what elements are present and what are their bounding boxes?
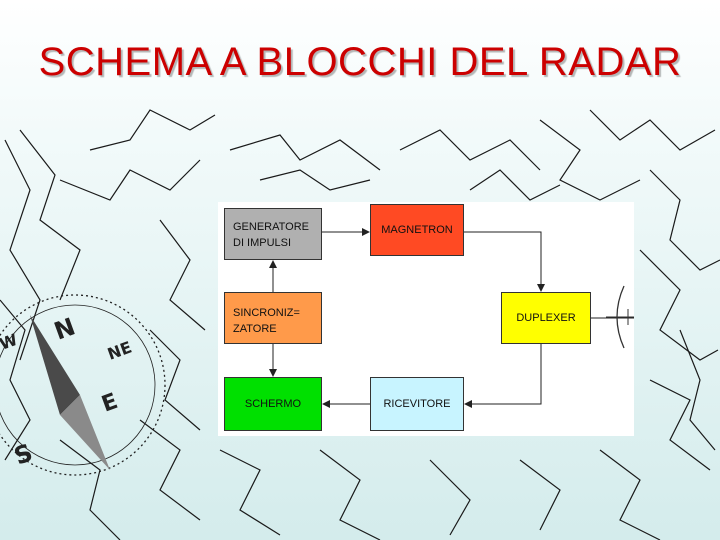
arrow-magnetron-to-duplexer — [464, 231, 545, 292]
antenna-icon — [606, 285, 634, 349]
svg-text:W: W — [0, 330, 20, 354]
compass-needle — [30, 315, 80, 415]
svg-text:NE: NE — [105, 338, 134, 364]
arrow-duplexer-to-ricevitore — [464, 344, 542, 408]
block-magnetron-label: MAGNETRON — [381, 224, 453, 236]
block-duplexer-label: DUPLEXER — [516, 312, 576, 324]
block-ricevitore-label: RICEVITORE — [383, 398, 451, 410]
block-generatore-line2: DI IMPULSI — [233, 237, 292, 249]
block-generatore-impulsi: GENERATORE DI IMPULSI — [224, 208, 322, 260]
svg-text:E: E — [99, 389, 122, 418]
compass-rose — [0, 294, 166, 476]
block-generatore-line1: GENERATORE — [233, 221, 309, 233]
block-sincronizzatore-line2: ZATORE — [233, 323, 277, 335]
svg-text:S: S — [10, 438, 36, 470]
block-magnetron: MAGNETRON — [370, 204, 464, 256]
block-sincronizzatore-line1: SINCRONIZ= — [233, 307, 300, 319]
block-schermo: SCHERMO — [224, 377, 322, 431]
block-duplexer: DUPLEXER — [501, 292, 591, 344]
radar-block-diagram: GENERATORE DI IMPULSI MAGNETRON SINCRONI… — [218, 202, 634, 436]
block-schermo-label: SCHERMO — [244, 398, 302, 410]
block-ricevitore: RICEVITORE — [370, 377, 464, 431]
diagram-arrows — [269, 228, 634, 408]
slide-title: SCHEMA A BLOCCHI DEL RADAR — [38, 40, 682, 84]
svg-text:N: N — [50, 312, 78, 345]
block-sincronizzatore: SINCRONIZ= ZATORE — [224, 292, 322, 344]
